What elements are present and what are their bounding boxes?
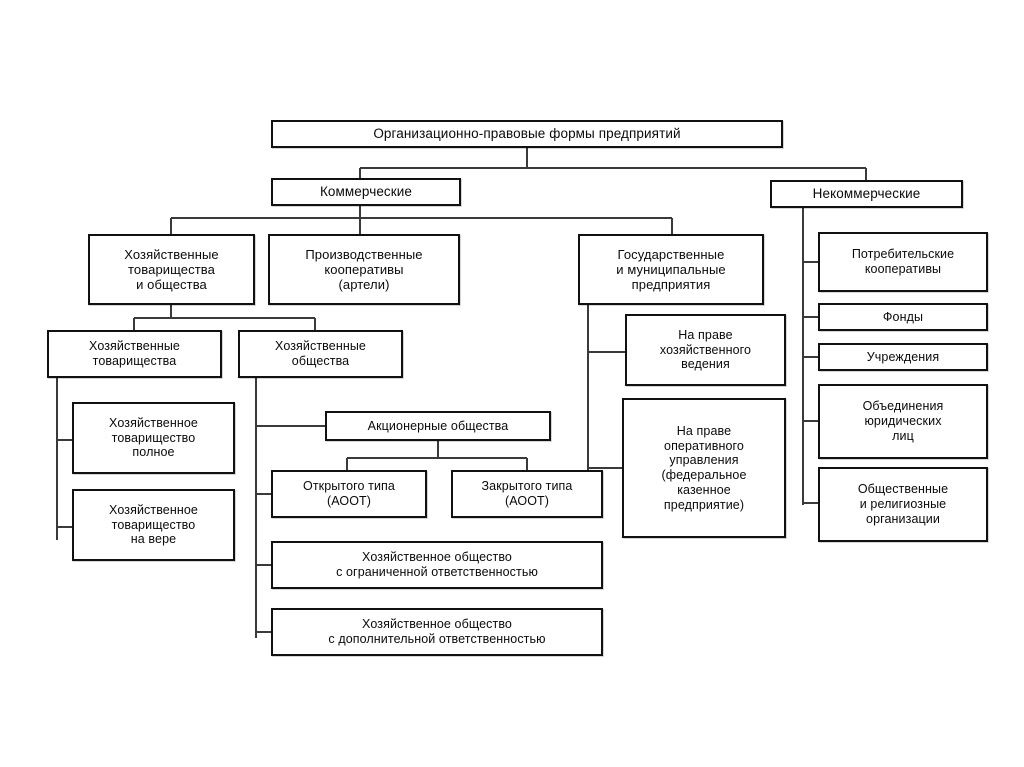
node-limited-liability-label: Хозяйственное общество с ограниченной от… <box>336 550 538 579</box>
node-institutions-label: Учреждения <box>866 349 940 364</box>
node-right-economic-management-label: На праве хозяйственного ведения <box>659 327 752 372</box>
node-right-economic-management[interactable]: На праве хозяйственного ведения <box>625 314 786 386</box>
node-joint-stock[interactable]: Акционерные общества <box>325 411 551 441</box>
node-state-municipal[interactable]: Государственные и муниципальные предприя… <box>578 234 764 305</box>
node-additional-liability-label: Хозяйственное общество с дополнительной … <box>328 617 546 646</box>
node-open-type-label: Открытого типа (АООТ) <box>303 479 395 508</box>
node-partnership-faith-label: Хозяйственное товарищество на вере <box>109 502 198 547</box>
node-right-operative-management-label: На праве оперативного управления (федера… <box>661 423 747 512</box>
node-root-label: Организационно-правовые формы предприяти… <box>373 126 681 142</box>
node-right-operative-management[interactable]: На праве оперативного управления (федера… <box>622 398 786 538</box>
node-economic-societies[interactable]: Хозяйственные общества <box>238 330 403 378</box>
node-noncommercial-label: Некоммерческие <box>812 186 921 202</box>
node-institutions[interactable]: Учреждения <box>818 343 988 371</box>
node-production-cooperatives-label: Производственные кооперативы (артели) <box>305 246 423 293</box>
node-commercial-label: Коммерческие <box>319 184 413 200</box>
node-economic-societies-label: Хозяйственные общества <box>275 339 366 368</box>
node-closed-type[interactable]: Закрытого типа (АООТ) <box>451 470 603 518</box>
node-additional-liability[interactable]: Хозяйственное общество с дополнительной … <box>271 608 603 656</box>
node-partnership-full[interactable]: Хозяйственное товарищество полное <box>72 402 235 474</box>
node-public-religious[interactable]: Общественные и религиозные организации <box>818 467 988 542</box>
node-partnerships-and-societies[interactable]: Хозяйственные товарищества и общества <box>88 234 255 305</box>
node-noncommercial[interactable]: Некоммерческие <box>770 180 963 208</box>
node-production-cooperatives[interactable]: Производственные кооперативы (артели) <box>268 234 460 305</box>
node-partnership-full-label: Хозяйственное товарищество полное <box>109 415 198 460</box>
node-open-type[interactable]: Открытого типа (АООТ) <box>271 470 427 518</box>
node-funds-label: Фонды <box>882 309 924 324</box>
node-public-religious-label: Общественные и религиозные организации <box>857 482 949 526</box>
node-partnerships-and-societies-label: Хозяйственные товарищества и общества <box>124 246 219 293</box>
node-legal-entity-associations[interactable]: Объединения юридических лиц <box>818 384 988 459</box>
node-partnership-faith[interactable]: Хозяйственное товарищество на вере <box>72 489 235 561</box>
node-closed-type-label: Закрытого типа (АООТ) <box>481 479 573 508</box>
node-funds[interactable]: Фонды <box>818 303 988 331</box>
node-legal-entity-associations-label: Объединения юридических лиц <box>862 399 944 443</box>
node-commercial[interactable]: Коммерческие <box>271 178 461 206</box>
node-economic-partnerships[interactable]: Хозяйственные товарищества <box>47 330 222 378</box>
node-limited-liability[interactable]: Хозяйственное общество с ограниченной от… <box>271 541 603 589</box>
node-root[interactable]: Организационно-правовые формы предприяти… <box>271 120 783 148</box>
node-joint-stock-label: Акционерные общества <box>367 418 509 433</box>
node-economic-partnerships-label: Хозяйственные товарищества <box>89 339 180 368</box>
node-state-municipal-label: Государственные и муниципальные предприя… <box>616 246 726 293</box>
node-consumer-cooperatives-label: Потребительские кооперативы <box>851 247 955 276</box>
node-consumer-cooperatives[interactable]: Потребительские кооперативы <box>818 232 988 292</box>
